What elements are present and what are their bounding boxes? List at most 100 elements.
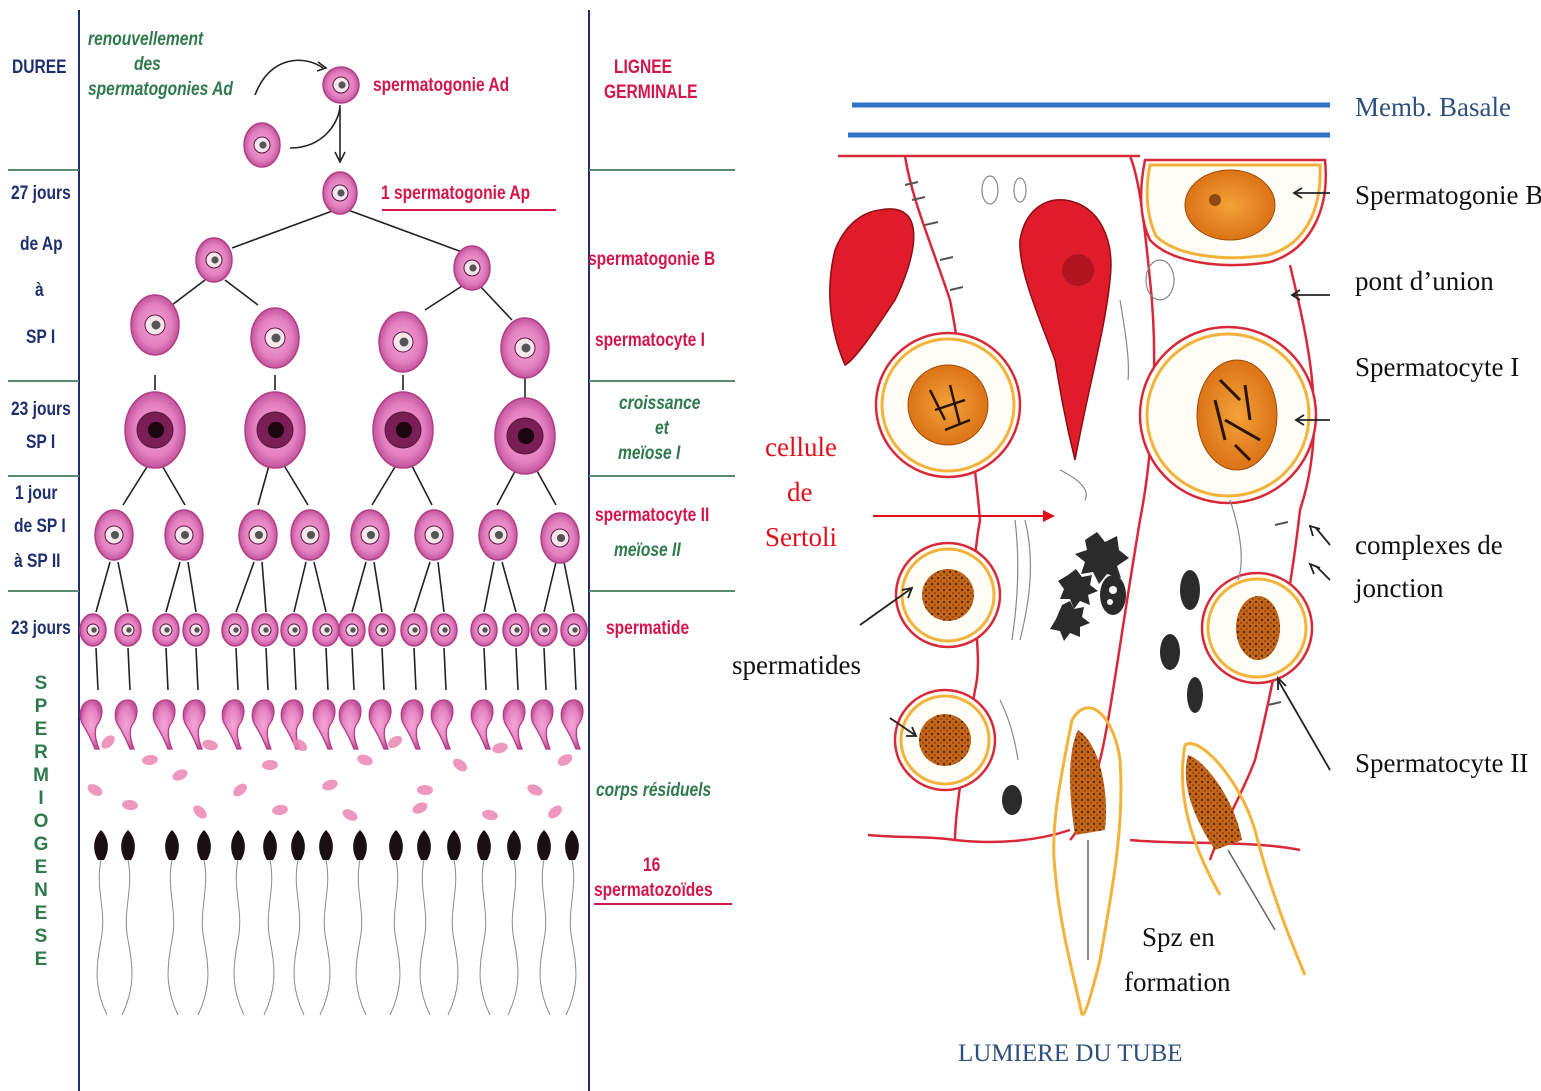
elongating-spermatide-6 — [252, 700, 274, 749]
duree-header: DUREE — [12, 57, 67, 79]
stage-croissance-line-2: et — [655, 418, 669, 440]
label-sertoli-line-3: Sertoli — [765, 522, 837, 553]
spermatide-14 — [503, 614, 529, 646]
spermatocyte-2-7 — [479, 510, 517, 560]
seminiferous-tube-drawing — [830, 105, 1330, 1015]
spermatogonie-ad-cell — [323, 67, 359, 103]
elongating-spermatide-9 — [339, 700, 361, 749]
stage-croissance-line-3: meïose I — [618, 443, 680, 465]
spermatozoide-3 — [165, 830, 179, 1015]
elongating-spermatide-1 — [80, 700, 102, 749]
spermatocyte-2-2 — [165, 510, 203, 560]
lignee-header-line-1: LIGNEE — [614, 57, 672, 79]
elongating-spermatide-8 — [313, 700, 335, 749]
spermatocyte-1-grown-3 — [373, 392, 433, 468]
stage-meiose-2: meïose II — [614, 540, 681, 562]
spermatocyte-2-5 — [351, 510, 389, 560]
spermiogenese-vertical-label: S P E R M I O G E N E S E — [30, 672, 52, 971]
elongating-spermatide-3 — [153, 700, 175, 749]
label-spz-line-2: formation — [1124, 967, 1230, 998]
sertoli-nucleus-left — [830, 209, 914, 365]
spermatozoide-13 — [477, 830, 491, 1015]
label-complexes-line-1: complexes de — [1355, 530, 1503, 561]
residual-body-19 — [271, 804, 288, 816]
residual-body-9 — [321, 778, 339, 793]
residual-body-5 — [201, 738, 219, 751]
stage-corps-residuels: corps résiduels — [596, 780, 711, 802]
spermatozoide-14 — [507, 830, 521, 1015]
elongating-spermatide-4 — [183, 700, 205, 749]
label-complexes-line-2: jonction — [1355, 573, 1444, 604]
spermatocyte-1-1 — [131, 295, 179, 355]
label-spermatocyte-1: Spermatocyte I — [1355, 352, 1519, 383]
elongating-spermatide-10 — [369, 700, 391, 749]
spermatozoide-5 — [231, 830, 245, 1015]
residual-body-20 — [341, 807, 360, 823]
duration-3-line-3: à SP II — [14, 551, 60, 573]
spermatide-10 — [369, 614, 395, 646]
stage-spermatozoides-count: 16 — [643, 855, 660, 877]
spermatide-16 — [561, 614, 587, 646]
residual-body-2 — [141, 754, 158, 766]
spermatocyte-1-3 — [379, 312, 427, 372]
spermatogonie-ap-cell — [323, 172, 357, 214]
stage-spermatide: spermatide — [606, 618, 689, 640]
duration-1-line-2: de Ap — [20, 234, 63, 256]
spermatide-1 — [80, 614, 106, 646]
renewal-text-line-1: renouvellement — [88, 29, 203, 51]
spermatozoide-9 — [353, 830, 367, 1015]
spermatozoide-11 — [417, 830, 431, 1015]
residual-body-16 — [556, 752, 575, 769]
residual-body-18 — [191, 803, 209, 821]
residual-body-4 — [171, 767, 190, 783]
spermatocyte-2-6 — [415, 510, 453, 560]
spermatide-6 — [252, 614, 278, 646]
stage-spermatozoides: spermatozoïdes — [594, 880, 713, 902]
label-sertoli-line-1: cellule — [765, 432, 837, 463]
spermatocyte-2-3 — [239, 510, 277, 560]
elongating-spermatide-11 — [401, 700, 423, 749]
residual-body-17 — [121, 799, 138, 811]
spermatocyte-1-left — [876, 333, 1020, 477]
spermatocyte-2-1 — [95, 510, 133, 560]
spermatozoide-8 — [319, 830, 333, 1015]
spermatocyte-2-4 — [291, 510, 329, 560]
spermatide-cell-upper — [896, 543, 1000, 647]
label-memb-basale: Memb. Basale — [1355, 92, 1511, 123]
spermatocyte-1-grown-4 — [495, 398, 555, 474]
elongating-spermatide-12 — [431, 700, 453, 749]
spermatocyte-1-4 — [501, 318, 549, 378]
spermatide-cell-lower — [895, 690, 995, 790]
elongating-spermatide-15 — [531, 700, 553, 749]
elongating-spermatide-5 — [222, 700, 244, 749]
residual-body-14 — [491, 741, 509, 755]
elongating-spermatide-16 — [561, 700, 583, 749]
spermatocyte-2-cell — [1202, 573, 1312, 683]
duration-4: 23 jours — [11, 618, 71, 640]
spermatide-11 — [401, 614, 427, 646]
duration-1-line-1: 27 jours — [11, 183, 71, 205]
sertoli-nucleus-center — [1020, 200, 1111, 460]
spermatozoide-4 — [197, 830, 211, 1015]
renewal-text-line-3: spermatogonies Ad — [88, 79, 233, 101]
spermatide-8 — [313, 614, 339, 646]
residual-body-13 — [451, 756, 470, 774]
label-pont-union: pont d’union — [1355, 266, 1494, 297]
label-sertoli-line-2: de — [787, 477, 812, 508]
renewal-text-line-2: des — [134, 54, 161, 76]
duration-1-line-3: à — [35, 280, 44, 302]
spz-forming-left — [1054, 708, 1121, 1015]
residual-body-21 — [411, 800, 430, 816]
elongating-spermatide-2 — [115, 700, 137, 749]
spermatide-5 — [222, 614, 248, 646]
spermatozoide-12 — [447, 830, 461, 1015]
spermatide-15 — [531, 614, 557, 646]
residual-body-1 — [99, 733, 117, 751]
spermatocyte-1-grown-2 — [245, 392, 305, 468]
duration-2-line-2: SP I — [26, 432, 55, 454]
duration-3-line-1: 1 jour — [15, 483, 57, 505]
residual-body-15 — [526, 782, 545, 797]
spermatozoide-10 — [389, 830, 403, 1015]
spermatogonie-b-right — [454, 246, 490, 290]
spermatozoide-1 — [94, 830, 108, 1015]
